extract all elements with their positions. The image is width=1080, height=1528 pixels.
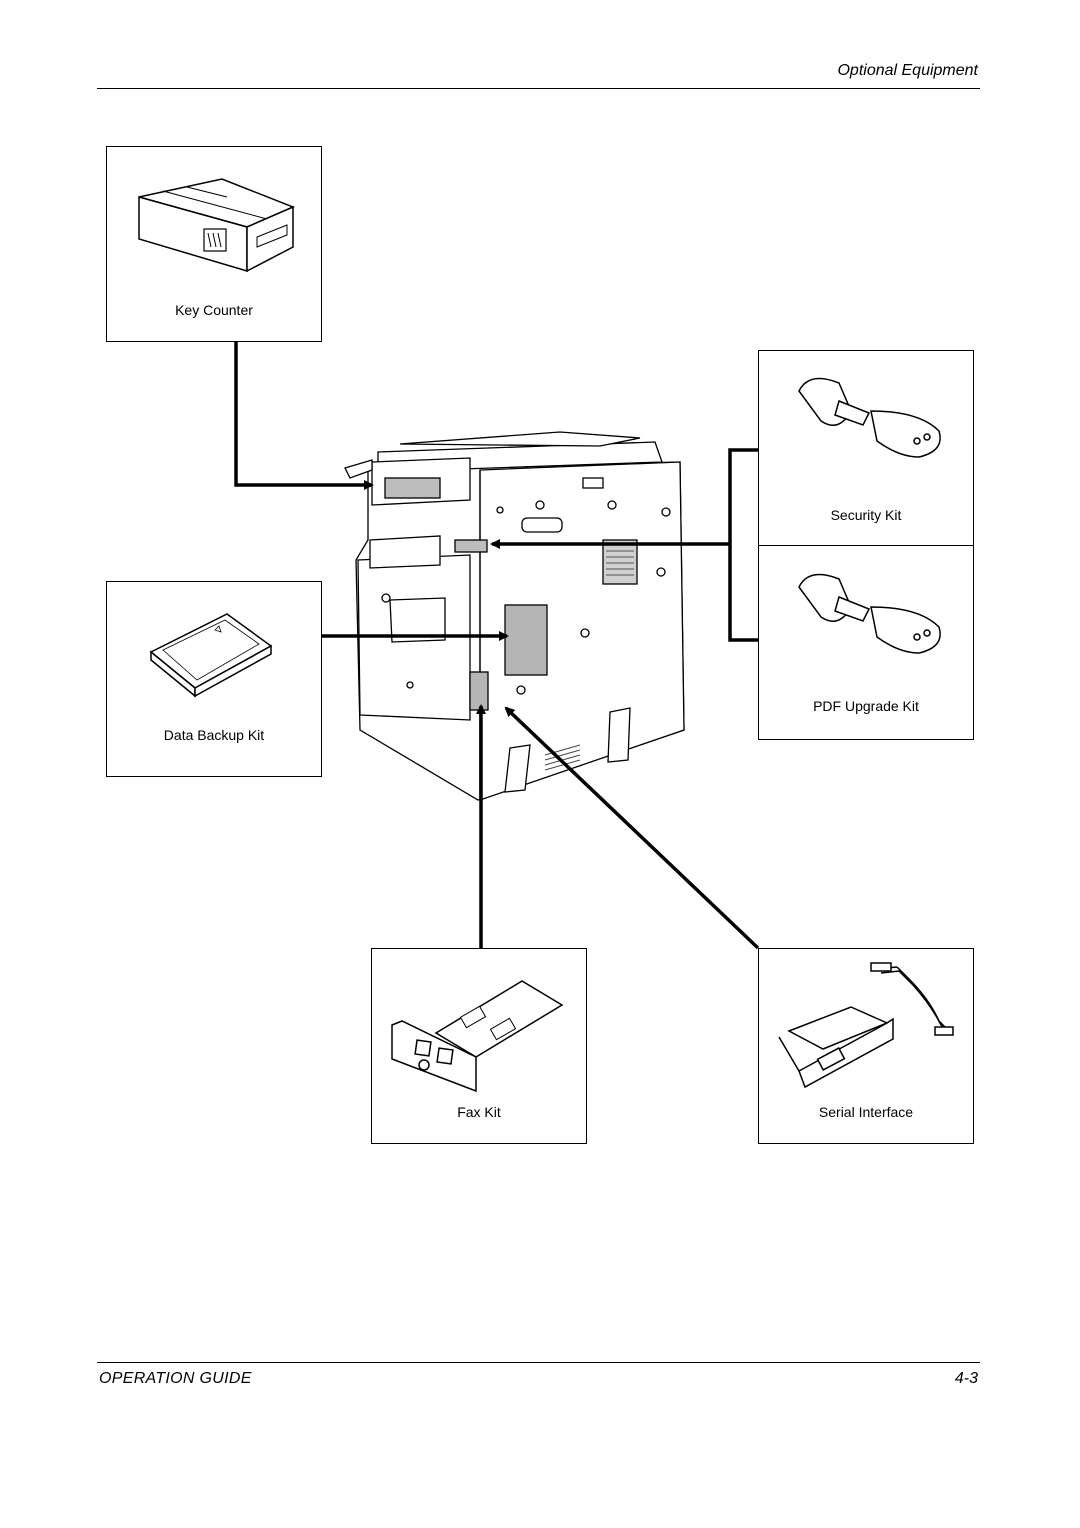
copier-rear-view-icon	[344, 431, 685, 801]
data-backup-kit-box: Data Backup Kit	[106, 581, 322, 777]
serial-interface-connector	[504, 706, 760, 950]
key-counter-label: Key Counter	[175, 302, 253, 318]
key-counter-connector	[234, 342, 374, 490]
page-title: Optional Equipment	[837, 62, 978, 79]
security-kit-label: Security Kit	[830, 507, 902, 523]
serial-interface-label: Serial Interface	[818, 1104, 914, 1120]
key-counter-icon	[138, 178, 295, 273]
guide-title: OPERATION GUIDE	[99, 1370, 252, 1387]
usb-key-icon	[798, 377, 941, 458]
pdf-upgrade-kit-label: PDF Upgrade Kit	[813, 698, 919, 714]
usb-kit-connector	[490, 448, 758, 642]
memory-card-icon	[149, 613, 273, 698]
divider	[759, 545, 973, 546]
data-backup-kit-label: Data Backup Kit	[163, 727, 265, 743]
page-number: 4-3	[954, 1370, 978, 1387]
page-header: Optional Equipment	[97, 60, 980, 89]
serial-board-icon	[778, 962, 954, 1089]
fax-kit-box: Fax Kit	[371, 948, 587, 1144]
fax-board-icon	[391, 980, 564, 1093]
fax-kit-label: Fax Kit	[457, 1104, 501, 1120]
usb-key-icon	[798, 573, 941, 654]
page-footer: OPERATION GUIDE 4-3	[97, 1362, 980, 1393]
serial-interface-box: Serial Interface	[758, 948, 974, 1144]
key-counter-box: Key Counter	[106, 146, 322, 342]
usb-kits-box: Security Kit PDF Upgrade Kit	[758, 350, 974, 740]
